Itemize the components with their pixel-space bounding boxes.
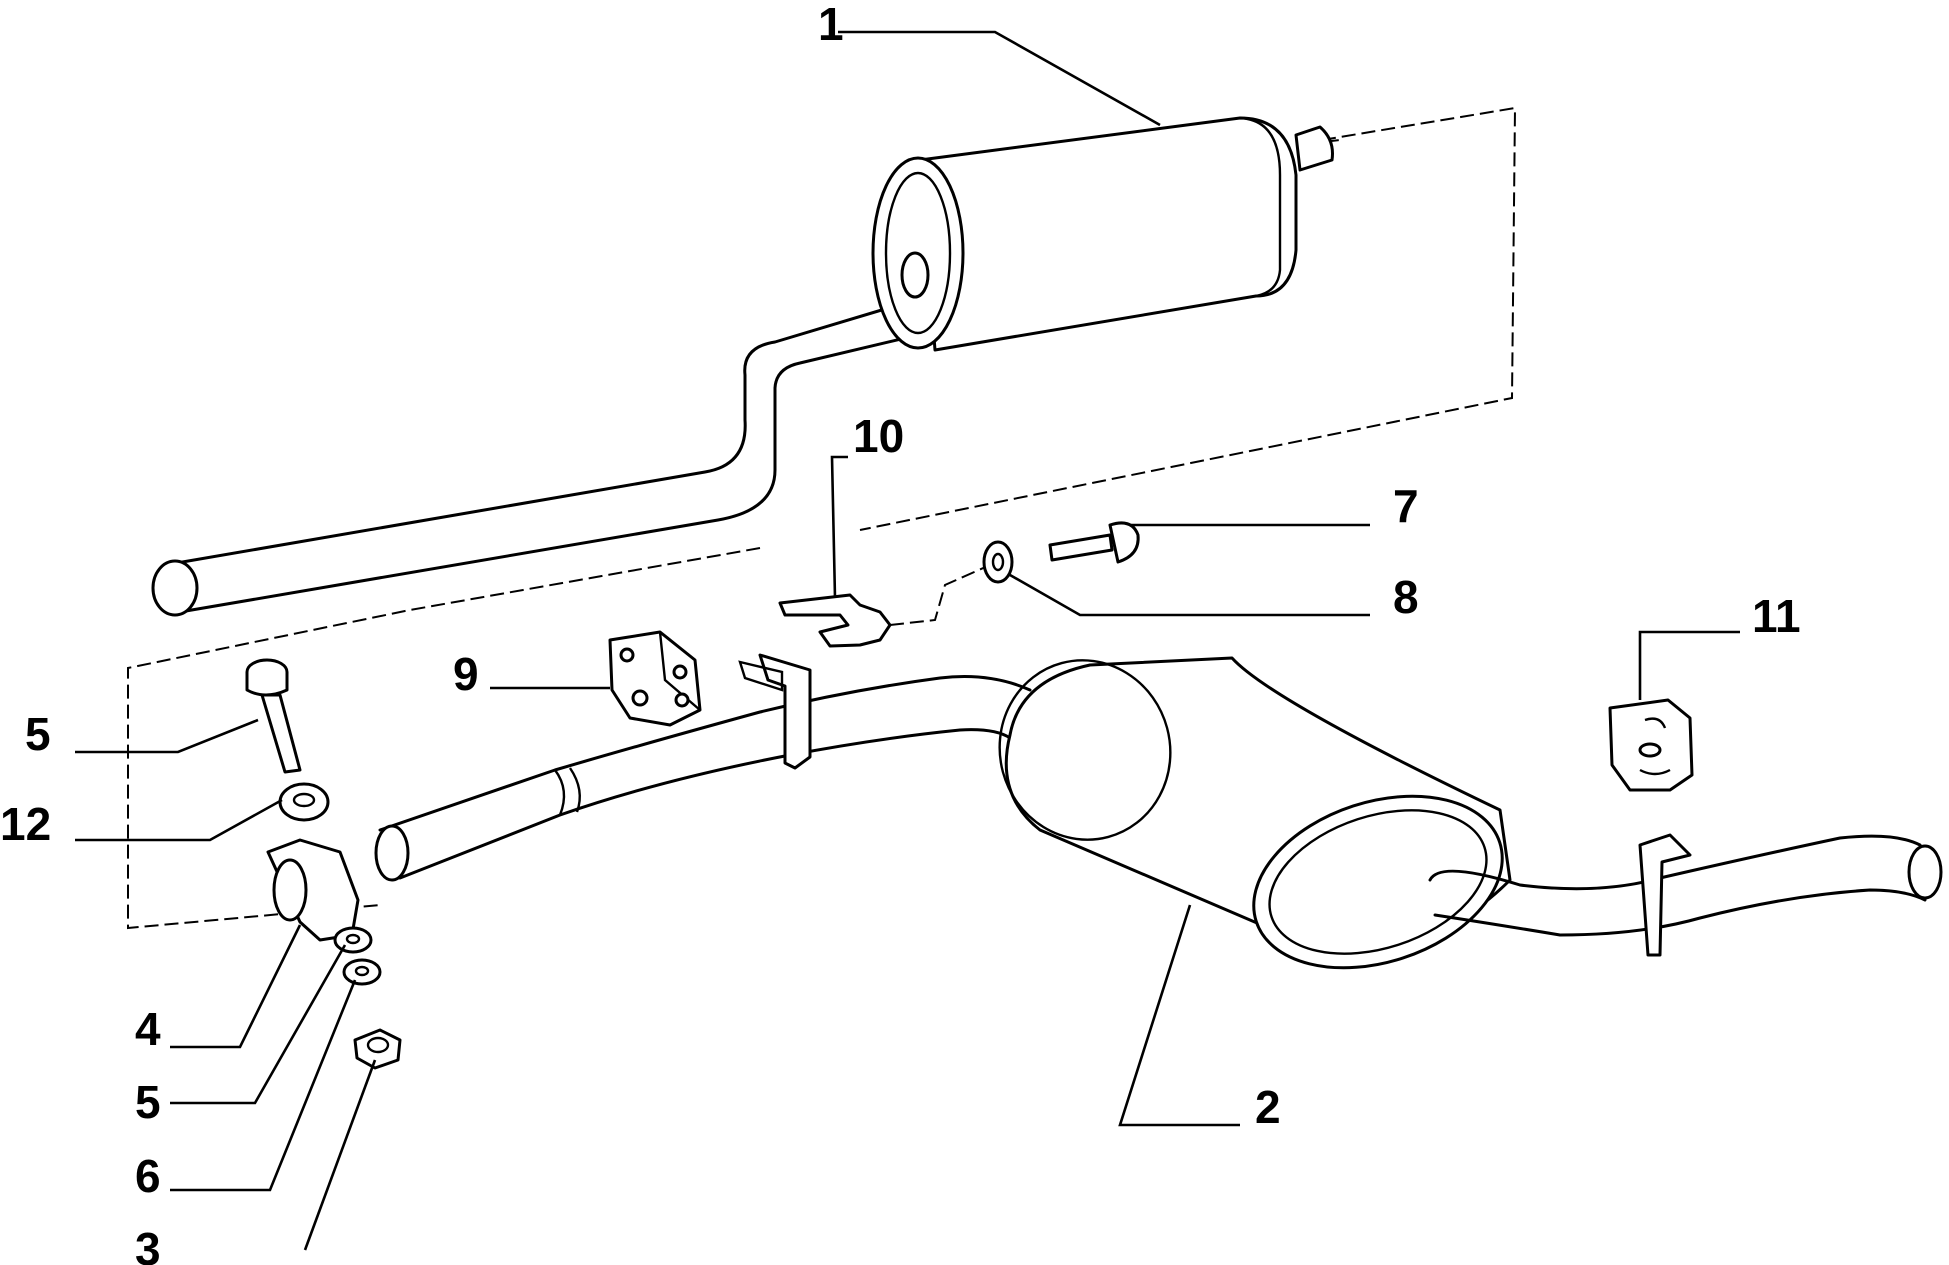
bracket-10 [778, 564, 991, 648]
bolt-7 [1048, 521, 1140, 564]
nut-3 [353, 1028, 402, 1070]
callout-6: 6 [135, 1150, 161, 1202]
leader-12 [75, 798, 283, 842]
clamp-4 [266, 838, 360, 942]
callout-12: 12 [0, 798, 51, 850]
washer-5 [333, 926, 373, 954]
rubber-mount-9 [608, 630, 702, 727]
callout-5-top: 5 [25, 708, 51, 760]
callout-5-bottom: 5 [135, 1076, 161, 1128]
leader-lines [75, 30, 1740, 1251]
muffler-1 [151, 116, 1334, 617]
callout-8: 8 [1393, 571, 1419, 623]
leader-11 [1638, 630, 1740, 700]
leader-1 [838, 30, 1161, 127]
leader-3 [303, 1059, 377, 1251]
callout-1: 1 [818, 0, 844, 50]
callout-numbers: 1 2 3 4 5 5 6 7 8 9 10 11 12 [0, 0, 1801, 1265]
leader-8 [1009, 573, 1370, 617]
leader-5-bottom [170, 944, 347, 1105]
callout-7: 7 [1393, 480, 1419, 532]
callout-2: 2 [1255, 1081, 1281, 1133]
leader-6 [170, 979, 357, 1192]
washer-12 [278, 782, 330, 822]
callout-9: 9 [453, 648, 479, 700]
callout-11: 11 [1752, 590, 1801, 642]
leader-4 [170, 924, 302, 1049]
silencer-2 [374, 653, 1943, 970]
callout-3: 3 [135, 1223, 161, 1265]
leader-10 [830, 455, 848, 599]
leader-5-top [75, 718, 259, 754]
rubber-hanger-11 [1608, 698, 1694, 792]
bolt-5 [245, 658, 302, 774]
leader-2 [1118, 904, 1240, 1127]
washer-6 [342, 958, 382, 986]
washer-8 [982, 540, 1014, 584]
callout-10: 10 [853, 410, 904, 462]
callout-4: 4 [135, 1003, 161, 1055]
